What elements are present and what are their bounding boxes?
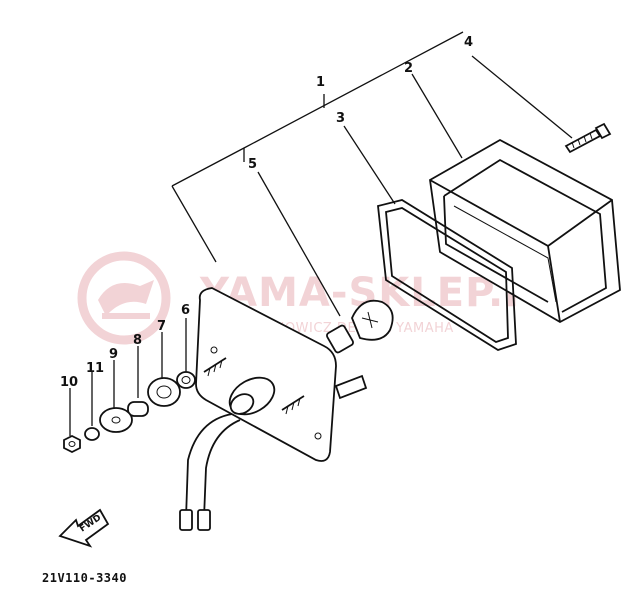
leader-lines xyxy=(69,31,573,436)
bulb xyxy=(326,299,394,354)
fwd-arrow-icon: FWD xyxy=(58,508,110,548)
callout-1: 1 xyxy=(316,75,325,90)
callout-3: 3 xyxy=(336,111,345,126)
lens-gasket xyxy=(377,199,517,351)
base-plate xyxy=(195,287,368,462)
callout-5: 5 xyxy=(248,157,257,172)
callout-4: 4 xyxy=(464,35,473,50)
callout-9: 9 xyxy=(109,347,118,362)
callout-8: 8 xyxy=(133,333,142,348)
callout-7: 7 xyxy=(157,319,166,334)
callout-2: 2 xyxy=(404,61,413,76)
callout-10: 10 xyxy=(60,375,78,390)
screw xyxy=(564,122,612,154)
callout-6: 6 xyxy=(181,303,190,318)
callouts: 1 2 3 4 5 6 7 8 9 10 11 xyxy=(60,35,473,390)
hardware-parts xyxy=(63,371,196,454)
part-code: 21V110-3340 xyxy=(42,571,127,585)
lens-housing xyxy=(429,138,621,324)
socket-and-wiring xyxy=(179,376,276,531)
watermark-logo-icon xyxy=(77,251,171,345)
callout-11: 11 xyxy=(86,361,104,376)
